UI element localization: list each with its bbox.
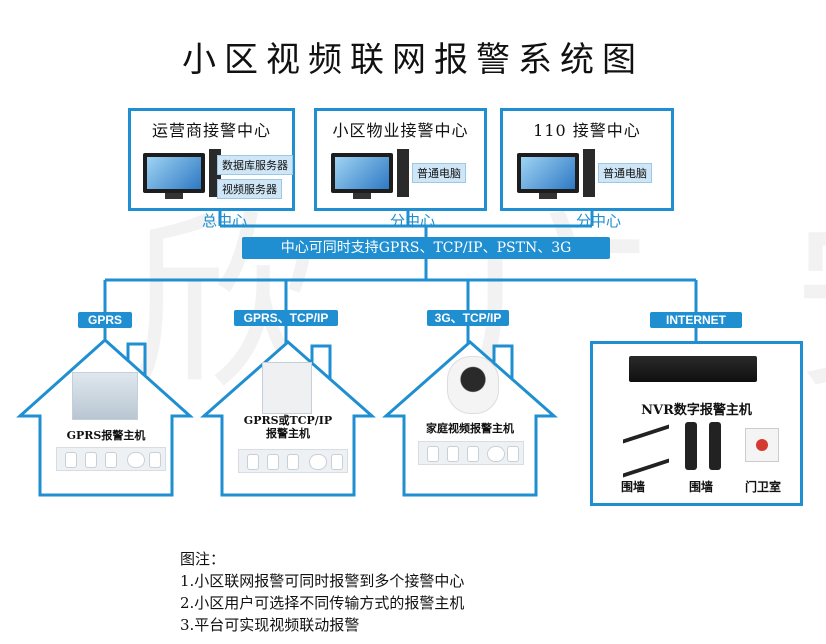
gprs-panel-image [72,372,138,420]
center-box-operator: 运营商接警中心 数据库服务器 视频服务器 [128,108,295,211]
center-sub-label: 分中心 [390,212,436,230]
legend-item: 2.小区用户可选择不同传输方式的报警主机 [180,594,465,612]
door-button-icon [745,428,779,462]
center-sub-label: 分中心 [576,212,622,230]
pc-tag: 普通电脑 [598,163,652,183]
center-title: 110 接警中心 [533,121,641,140]
center-title: 运营商接警中心 [151,121,271,140]
sensor-strip [418,441,524,465]
camera-image [447,356,499,414]
nvr-device-image [629,356,757,382]
legend-item: 3.平台可实现视频联动报警 [180,616,360,634]
beam-sensor-icon [685,422,697,470]
channel-gprs-tcpip: GPRS、TCP/IP [234,310,338,326]
tcpip-panel-image [262,362,312,414]
channel-3g-tcpip: 3G、TCP/IP [427,310,509,326]
sensor-strip [56,447,166,471]
legend: 图注： 1.小区联网报警可同时报警到多个接警中心 2.小区用户可选择不同传输方式… [180,548,464,636]
pc-tag: 普通电脑 [412,163,466,183]
nvr-title: NVR数字报警主机 [641,403,752,418]
device-label: 门卫室 [745,480,782,494]
nvr-box: NVR数字报警主机 围墙 围墙 门卫室 [590,341,803,506]
center-box-110: 110 接警中心 普通电脑 [500,108,674,211]
legend-heading: 图注： [180,550,226,568]
house-label: 家庭视频报警主机 [426,422,514,435]
channel-internet: INTERNET [650,312,742,328]
house-label: GPRS报警主机 [66,429,146,442]
beam-sensor-icon [709,422,721,470]
center-sub-label: 总中心 [202,212,248,230]
legend-item: 1.小区联网报警可同时报警到多个接警中心 [180,572,465,590]
channel-gprs: GPRS [78,312,132,328]
center-box-property: 小区物业接警中心 普通电脑 [314,108,487,211]
sensor-strip [238,449,348,473]
server-tag: 数据库服务器 [217,155,293,175]
device-label: 围墙 [621,480,646,494]
server-tag: 视频服务器 [217,179,282,199]
center-title: 小区物业接警中心 [332,121,469,140]
page-title: 小区视频联网报警系统图 [182,40,644,80]
beam-sensor-icon [623,424,669,478]
protocol-bus: 中心可同时支持GPRS、TCP/IP、PSTN、3G [242,237,610,259]
house-label: GPRS或TCP/IP 报警主机 [243,414,333,440]
device-label: 围墙 [689,480,714,494]
